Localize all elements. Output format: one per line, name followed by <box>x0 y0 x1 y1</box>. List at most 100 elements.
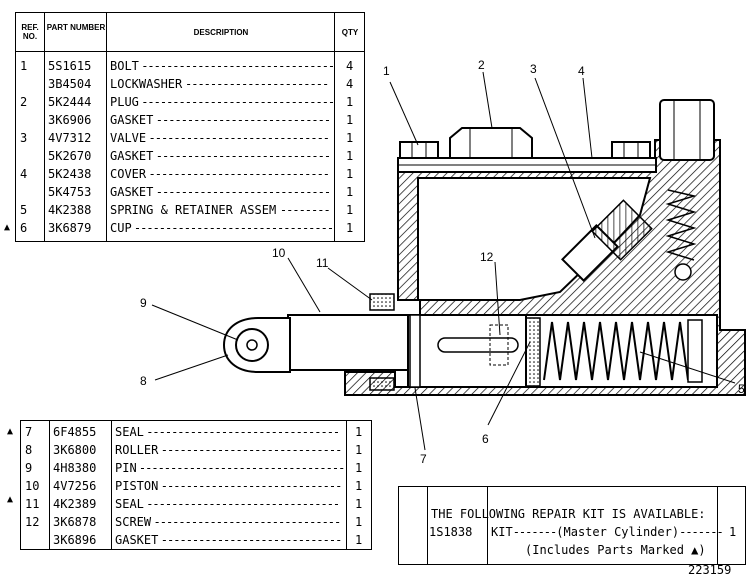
kit-marker-seal-7: ▲ <box>7 426 14 437</box>
quantity: 4 <box>346 77 354 91</box>
leader-dots: ------------------------------- <box>141 59 335 73</box>
part-number: 3B4504 <box>48 77 92 91</box>
ref-number: 7 <box>25 425 33 439</box>
description: GASKET <box>110 113 154 127</box>
callout-3: 3 <box>530 62 537 76</box>
leader-dots: ------------------------------ <box>153 515 342 529</box>
part-number: 4V7256 <box>53 479 97 493</box>
part-number: 4H8380 <box>53 461 97 475</box>
piston <box>287 314 527 388</box>
leader-dots: ----------------------------- <box>160 479 343 493</box>
quantity: 1 <box>346 221 354 235</box>
description: LOCKWASHER <box>110 77 183 91</box>
ref-number: 1 <box>20 59 28 73</box>
filler-plug <box>449 127 533 159</box>
kit-part-number: 1S1838 <box>429 525 473 539</box>
figure-number: 223159 <box>688 563 732 577</box>
ref-number: 10 <box>25 479 40 493</box>
bolt-right <box>611 141 651 159</box>
quantity: 1 <box>346 113 354 127</box>
description: CUP <box>110 221 132 235</box>
part-number: 3K6878 <box>53 515 97 529</box>
callout-7: 7 <box>420 452 427 466</box>
leader-dots: ------------------------------- <box>146 425 340 439</box>
valve-assembly <box>561 199 653 282</box>
description: BOLT <box>110 59 139 73</box>
part-number: 6F4855 <box>53 425 97 439</box>
quantity: 1 <box>355 425 363 439</box>
part-number: 3K6906 <box>48 113 92 127</box>
table-row: 5K4753 GASKET----------------------------… <box>16 183 364 201</box>
table-row: 1 5S1615 BOLT-----------------------------… <box>16 57 364 75</box>
description: PISTON <box>115 479 159 493</box>
leader-dots: -------------------------------- <box>133 221 334 235</box>
quantity: 4 <box>346 59 354 73</box>
description: ROLLER <box>115 443 159 457</box>
part-number: 4K2388 <box>48 203 92 217</box>
header-description: DESCRIPTION <box>193 28 249 37</box>
callout-12: 12 <box>480 250 494 264</box>
part-number: 4V7312 <box>48 131 92 145</box>
description: GASKET <box>110 149 154 163</box>
description: SEAL <box>115 497 144 511</box>
quantity: 1 <box>346 149 354 163</box>
ref-number: 11 <box>25 497 40 511</box>
ref-number: 6 <box>20 221 28 235</box>
leader-dots: -------- <box>279 203 331 217</box>
callout-9: 9 <box>140 296 147 310</box>
cover-plate <box>397 157 657 173</box>
leader-dots: ---------------------------- <box>155 149 331 163</box>
repair-kit-box: THE FOLLOWING REPAIR KIT IS AVAILABLE: 1… <box>398 486 746 565</box>
callout-6: 6 <box>482 432 489 446</box>
table-row: 3K6906 GASKET----------------------------… <box>16 111 364 129</box>
quantity: 1 <box>355 497 363 511</box>
part-number: 3K6800 <box>53 443 97 457</box>
leader-lines <box>151 71 736 451</box>
quantity: 1 <box>355 443 363 457</box>
part-number: 5S1615 <box>48 59 92 73</box>
leader-dots: ----------------------- <box>185 77 329 91</box>
quantity: 1 <box>346 185 354 199</box>
kit-marker-seal-11: ▲ <box>7 494 14 505</box>
description: GASKET <box>110 185 154 199</box>
description: SPRING & RETAINER ASSEM <box>110 203 277 217</box>
part-number: 5K4753 <box>48 185 92 199</box>
table-row: 3B4504 LOCKWASHER----------------------- 4 <box>16 75 364 93</box>
leader-dots: ----------------------------- <box>160 533 343 547</box>
description: PLUG <box>110 95 139 109</box>
leader-dots: ------------------------------- <box>141 95 335 109</box>
bleed-fitting <box>659 99 715 281</box>
callout-4: 4 <box>578 64 585 78</box>
kit-description: KIT-------(Master Cylinder)------- <box>491 525 723 539</box>
callout-8: 8 <box>140 374 147 388</box>
ref-number: 5 <box>20 203 28 217</box>
leader-dots: ---------------------------- <box>155 185 331 199</box>
description: COVER <box>110 167 147 181</box>
leader-dots: ----------------------------- <box>160 443 343 457</box>
quantity: 1 <box>355 515 363 529</box>
leader-dots: ---------------------------- <box>155 113 331 127</box>
quantity: 1 <box>355 533 363 547</box>
header-qty: QTY <box>341 28 359 37</box>
ref-number: 3 <box>20 131 28 145</box>
header-ref-no: REF. NO. <box>21 23 39 41</box>
quantity: 1 <box>346 95 354 109</box>
table-row: 5 4K2388 SPRING & RETAINER ASSEM-------- 1 <box>16 201 364 219</box>
leader-dots: ------------------------------- <box>146 497 340 511</box>
quantity: 1 <box>346 203 354 217</box>
callout-5: 5 <box>738 382 745 396</box>
callout-2: 2 <box>478 58 485 72</box>
roller <box>222 317 291 373</box>
header-part-number: PART NUMBER <box>46 23 106 32</box>
description: PIN <box>115 461 137 475</box>
